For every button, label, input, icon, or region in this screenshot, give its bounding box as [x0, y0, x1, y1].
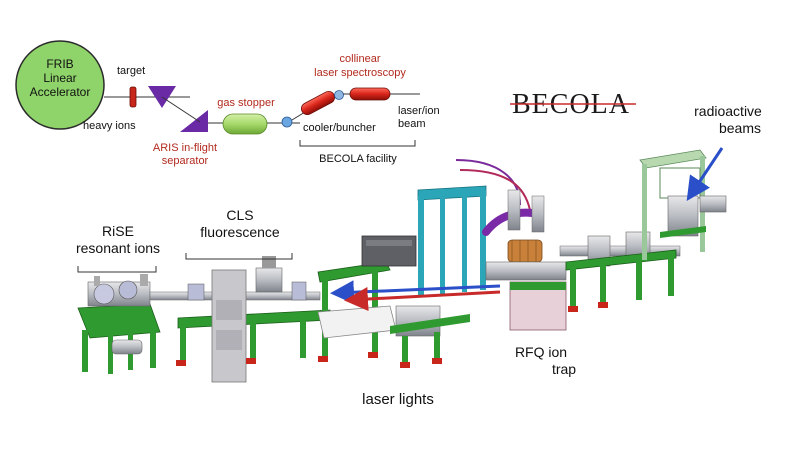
radioactive-label-2: beams — [719, 120, 761, 136]
gas-stopper-node — [222, 113, 268, 135]
target-label: target — [117, 65, 145, 77]
cls-bracket — [185, 253, 293, 260]
laser-ion-label-2: beam — [398, 118, 426, 130]
laser-beam-red — [344, 287, 501, 312]
rfq-coil — [507, 239, 543, 263]
facility-label: BECOLA facility — [319, 153, 397, 165]
radioactive-label-1: radioactive — [694, 103, 762, 119]
frib-label-1: FRIB — [46, 57, 73, 71]
rfq-pipe — [485, 261, 567, 281]
cooler-exit-node — [334, 90, 344, 100]
rfq-label-1: RFQ ion — [515, 344, 567, 360]
cooler-buncher-node — [301, 90, 335, 116]
frib-label-3: Accelerator — [30, 85, 91, 99]
cable-top-2 — [459, 169, 531, 211]
cls-label-2: fluorescence — [200, 224, 280, 240]
aris-label-2: separator — [162, 155, 209, 167]
schematic: FRIB Linear Accelerator heavy ions targe… — [15, 40, 440, 167]
collinear-label-1: collinear — [340, 53, 381, 65]
beamline-illustration: RiSE resonant ions CLS fluorescence — [76, 103, 762, 408]
frib-label-2: Linear — [43, 71, 76, 85]
laser-ion-label-1: laser/ion — [398, 105, 440, 117]
rfq-label-2: trap — [552, 361, 576, 377]
gas-stopper-label: gas stopper — [217, 97, 275, 109]
facility-bracket — [299, 140, 416, 147]
right-beamline — [559, 231, 681, 308]
collinear-laser-node — [349, 87, 391, 101]
radioactive-beam-arrow — [686, 147, 724, 201]
cls-station — [149, 256, 331, 383]
laser-lights-label: laser lights — [362, 391, 434, 408]
heavy-ions-label: heavy ions — [83, 120, 136, 132]
target-marker — [129, 86, 137, 108]
beam-line-2 — [291, 111, 306, 121]
becola-logo: BECOLA — [510, 89, 636, 120]
frib-accelerator-node — [15, 40, 105, 130]
laser-section — [317, 235, 470, 366]
rise-label-2: resonant ions — [76, 240, 160, 256]
rise-bracket — [77, 266, 157, 273]
cls-label-1: CLS — [226, 207, 253, 223]
rise-label-1: RiSE — [102, 223, 134, 239]
equipment-feet — [176, 302, 608, 368]
rise-station — [77, 274, 161, 374]
aris-connector — [161, 96, 201, 123]
aris-label-1: ARIS in-flight — [153, 142, 217, 154]
radioactive-beam-tower — [639, 149, 727, 260]
aris-triangle-up — [180, 110, 208, 132]
collinear-label-2: laser spectroscopy — [314, 67, 406, 79]
stopper-exit-node — [281, 116, 293, 128]
cooler-buncher-label: cooler/buncher — [303, 122, 376, 134]
teal-frame — [417, 185, 487, 296]
